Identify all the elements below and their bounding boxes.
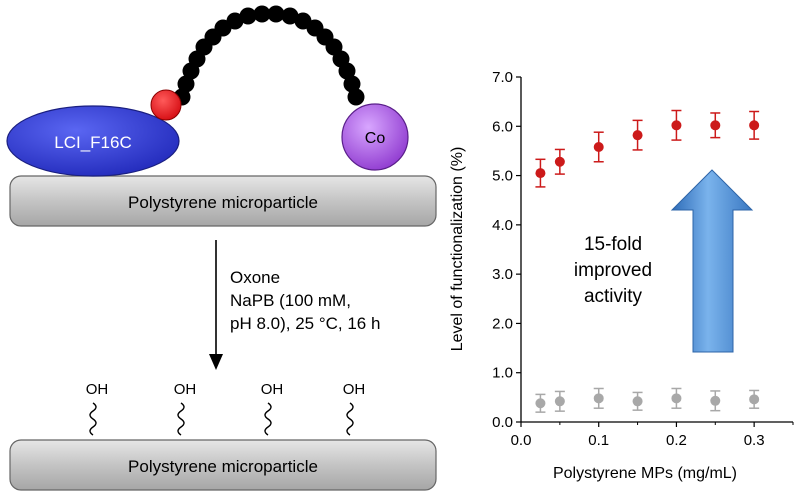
cofactor-label: Co xyxy=(365,130,386,147)
chart-axes xyxy=(520,77,793,423)
bottom-surface-label: Polystyrene microparticle xyxy=(128,457,318,476)
data-point xyxy=(671,393,682,404)
hydroxyl-label: OH xyxy=(174,381,197,398)
y-tick-label: 3.0 xyxy=(492,266,513,283)
y-axis-label: Level of functionalization (%) xyxy=(449,147,466,352)
x-tick-label: 0.1 xyxy=(588,432,609,449)
bottom-surface-bar xyxy=(9,439,437,491)
data-point xyxy=(632,396,643,407)
chain-bead xyxy=(253,5,271,23)
y-tick-label: 7.0 xyxy=(492,69,513,86)
data-point xyxy=(535,398,546,409)
hydroxyl-groups: OH OH OH OH xyxy=(86,381,366,436)
series-2 xyxy=(535,387,760,413)
improvement-annotation: 15-fold improved activity xyxy=(574,234,652,307)
y-tick-label: 1.0 xyxy=(492,365,513,382)
data-point xyxy=(671,120,682,131)
y-ticks: 0.0 1.0 2.0 3.0 4.0 5.0 6.0 7.0 xyxy=(492,69,521,431)
data-point xyxy=(535,168,546,179)
wavy-bond xyxy=(177,402,185,436)
chart: 0.0 1.0 2.0 3.0 4.0 5.0 6.0 7.0 0.0 0.1 0.2 0.3 Le… xyxy=(449,69,794,482)
chain-bead xyxy=(177,75,195,93)
y-tick-label: 6.0 xyxy=(492,118,513,135)
reaction-arrow xyxy=(209,240,223,370)
data-series xyxy=(535,109,760,413)
x-axis-label: Polystyrene MPs (mg/mL) xyxy=(553,465,737,482)
y-tick-label: 0.0 xyxy=(492,414,513,431)
top-surface-bar xyxy=(9,175,437,227)
chain-bead xyxy=(347,88,365,106)
chain-bead xyxy=(338,62,356,80)
x-tick-label: 0.2 xyxy=(666,432,687,449)
cofactor-sphere xyxy=(341,103,409,171)
chain-bead xyxy=(343,75,361,93)
y-tick-label: 2.0 xyxy=(492,315,513,332)
series-1 xyxy=(535,109,760,188)
data-point xyxy=(554,396,565,407)
chain-bead xyxy=(239,7,257,25)
chain-bead xyxy=(226,12,244,30)
bottom-surface: Polystyrene microparticle xyxy=(9,439,437,491)
cofactor: Co xyxy=(341,103,409,171)
enzyme-ellipse xyxy=(6,105,180,177)
improvement-arrow-shape xyxy=(670,169,754,353)
reaction-condition-line2: NaPB (100 mM, xyxy=(230,291,351,310)
top-surface: Polystyrene microparticle xyxy=(9,175,437,227)
reaction-condition-line3: pH 8.0), 25 °C, 16 h xyxy=(230,314,380,333)
data-point xyxy=(749,394,760,405)
annotation-line3: activity xyxy=(584,286,643,307)
chain-bead xyxy=(267,5,285,23)
top-surface-label: Polystyrene microparticle xyxy=(128,193,318,212)
data-point xyxy=(710,120,721,131)
x-tick-label: 0.3 xyxy=(744,432,765,449)
y-tick-label: 5.0 xyxy=(492,168,513,185)
annotation-line2: improved xyxy=(574,260,652,281)
annotation-line1: 15-fold xyxy=(584,234,642,255)
wavy-bond xyxy=(264,402,272,436)
data-point xyxy=(593,393,604,404)
reaction-condition-line1: Oxone xyxy=(230,268,280,287)
hydroxyl-label: OH xyxy=(343,381,366,398)
x-ticks: 0.0 0.1 0.2 0.3 xyxy=(511,422,794,449)
data-point xyxy=(710,395,721,406)
data-point xyxy=(593,141,604,152)
anchor-bead xyxy=(150,89,182,121)
enzyme-label: LCI_F16C xyxy=(54,133,131,152)
chain-bead xyxy=(281,7,299,25)
hydroxyl-label: OH xyxy=(86,381,109,398)
wavy-bond xyxy=(346,402,354,436)
y-tick-label: 4.0 xyxy=(492,217,513,234)
data-point xyxy=(749,120,760,131)
improvement-arrow xyxy=(670,169,754,353)
reaction-arrow-head xyxy=(209,354,223,370)
x-tick-label: 0.0 xyxy=(511,432,532,449)
reaction-conditions: Oxone NaPB (100 mM, pH 8.0), 25 °C, 16 h xyxy=(230,268,380,333)
hydroxyl-label: OH xyxy=(261,381,284,398)
data-point xyxy=(554,156,565,167)
wavy-bond xyxy=(89,402,97,436)
enzyme: LCI_F16C xyxy=(6,105,180,177)
data-point xyxy=(632,130,643,141)
linker-chain xyxy=(173,5,365,106)
